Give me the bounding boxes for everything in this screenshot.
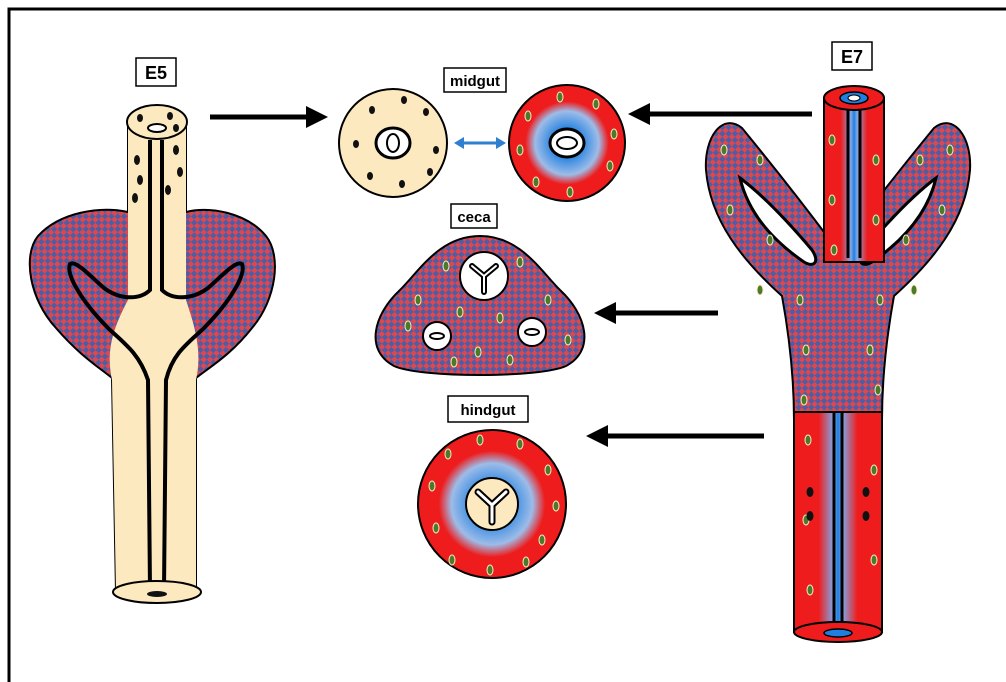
ceca-e7-section [376,236,585,375]
e7-label: E7 [841,47,863,67]
e7-top-lumen [848,95,860,101]
left-arrow-icon [586,425,764,447]
right-arrow-icon [210,106,328,128]
e7-gut [706,86,970,642]
midgut-e5-section [339,89,447,197]
left-arrow-icon [594,302,718,324]
double-arrow-icon [454,137,506,149]
e7-upper-tube [824,98,884,262]
e5-top-section [127,105,187,139]
e7-bottom-lumen [824,629,852,637]
e5-label: E5 [145,63,167,83]
e5-top-lumen [148,124,166,132]
hindgut-label: hindgut [461,402,516,419]
left-arrow-icon [628,103,812,125]
midgut-label: midgut [450,73,500,90]
midgut-e7-section [509,85,625,201]
e5-bottom-lumen [147,591,167,597]
e5-gut [30,105,275,603]
ceca-label: ceca [457,209,491,226]
hindgut-e7-section [418,430,566,578]
e5-cream-body [110,125,199,592]
